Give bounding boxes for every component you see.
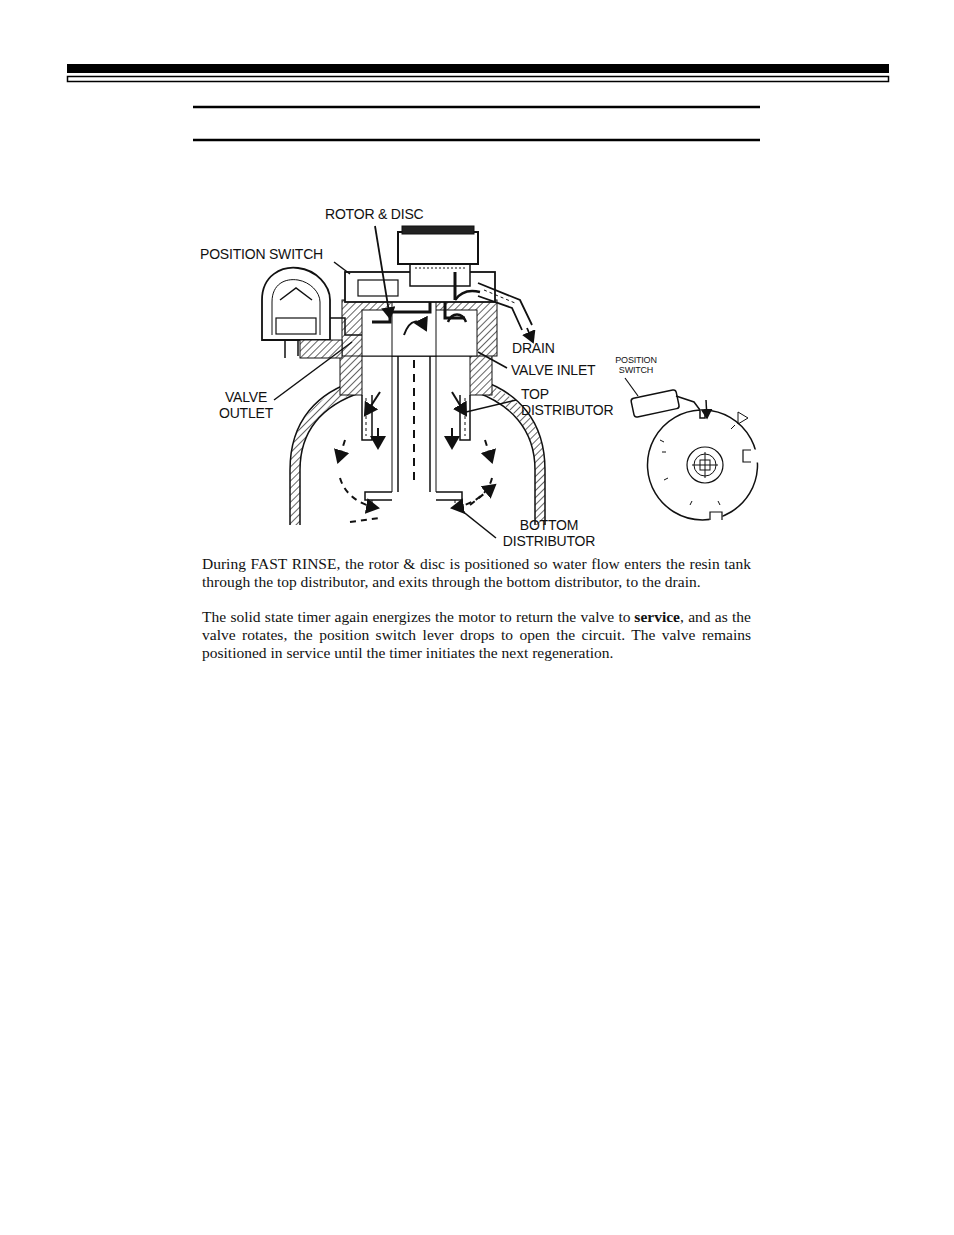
part-label: ROTOR & DISC (325, 206, 455, 222)
title-rule (193, 139, 760, 142)
part-label: BOTTOM DISTRIBUTOR (496, 517, 602, 549)
part-label: POSITION SWITCH (612, 355, 660, 375)
part-label: DRAIN (512, 340, 582, 356)
body-text: The solid state timer again energizes th… (202, 608, 630, 625)
part-label: VALVE OUTLET (212, 389, 280, 421)
part-label: TOP DISTRIBUTOR (521, 386, 629, 418)
bold-term: service (630, 608, 679, 625)
header-bar (67, 64, 889, 73)
tank-cutaway (262, 226, 545, 538)
part-label: POSITION SWITCH (200, 246, 350, 262)
body-paragraph: The solid state timer again energizes th… (202, 608, 751, 662)
title-rule (193, 106, 760, 109)
header-rule (68, 77, 889, 82)
cam-dial (625, 378, 760, 521)
part-label: VALVE INLET (511, 362, 621, 378)
body-paragraph: During FAST RINSE, the rotor & disc is p… (202, 555, 751, 591)
